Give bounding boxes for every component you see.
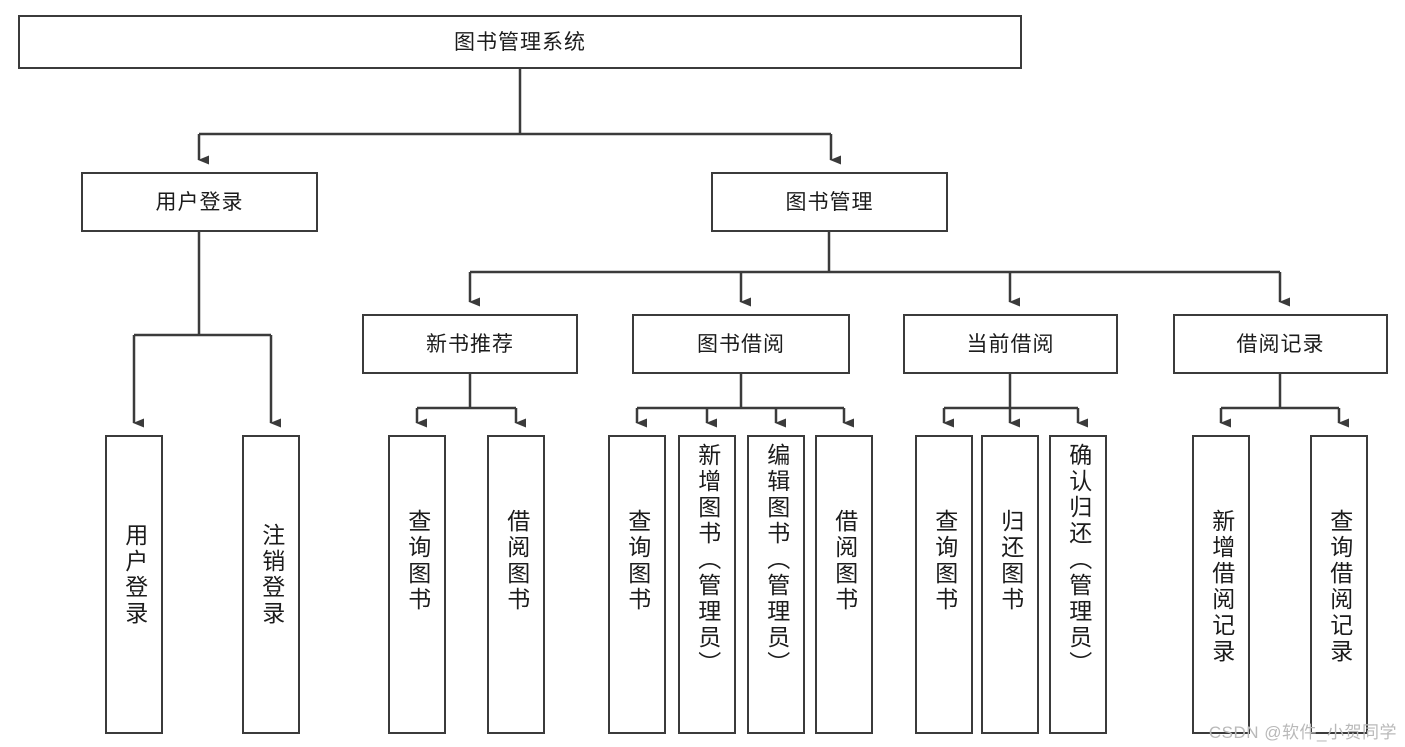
node-level2-1-label: 图书管理 — [785, 190, 874, 214]
node-level3-1-label: 图书借阅 — [697, 332, 785, 356]
node-level3-1[interactable]: 图书借阅 — [632, 314, 850, 374]
watermark: CSDN @软件_小贺同学 — [1208, 723, 1397, 742]
node-leaf-10-label: 确认归还（管理员） — [1065, 443, 1092, 677]
node-leaf-12-label: 查询借阅记录 — [1326, 509, 1353, 665]
node-root[interactable]: 图书管理系统 — [18, 15, 1022, 69]
node-leaf-7-label: 借阅图书 — [831, 509, 858, 613]
node-leaf-4[interactable]: 查询图书 — [608, 435, 666, 734]
node-leaf-1-label: 注销登录 — [258, 523, 285, 627]
node-leaf-2[interactable]: 查询图书 — [388, 435, 446, 734]
node-leaf-1[interactable]: 注销登录 — [242, 435, 300, 734]
node-leaf-7[interactable]: 借阅图书 — [815, 435, 873, 734]
node-level2-0[interactable]: 用户登录 — [81, 172, 318, 232]
node-leaf-6-label: 编辑图书（管理员） — [763, 443, 790, 677]
node-leaf-0[interactable]: 用户登录 — [105, 435, 163, 734]
node-leaf-0-label: 用户登录 — [121, 523, 148, 627]
node-leaf-8[interactable]: 查询图书 — [915, 435, 973, 734]
node-leaf-11-label: 新增借阅记录 — [1208, 509, 1235, 665]
node-leaf-9[interactable]: 归还图书 — [981, 435, 1039, 734]
node-level3-3-label: 借阅记录 — [1236, 332, 1325, 356]
node-level3-3[interactable]: 借阅记录 — [1173, 314, 1388, 374]
node-leaf-2-label: 查询图书 — [404, 509, 431, 613]
node-leaf-12[interactable]: 查询借阅记录 — [1310, 435, 1368, 734]
node-leaf-8-label: 查询图书 — [931, 509, 958, 613]
node-leaf-9-label: 归还图书 — [997, 509, 1024, 613]
node-leaf-3-label: 借阅图书 — [503, 509, 530, 613]
node-leaf-11[interactable]: 新增借阅记录 — [1192, 435, 1250, 734]
node-leaf-5-label: 新增图书（管理员） — [694, 443, 721, 677]
node-leaf-4-label: 查询图书 — [624, 509, 651, 613]
node-root-label: 图书管理系统 — [454, 30, 586, 54]
node-leaf-5[interactable]: 新增图书（管理员） — [678, 435, 736, 734]
node-level3-2[interactable]: 当前借阅 — [903, 314, 1118, 374]
node-leaf-3[interactable]: 借阅图书 — [487, 435, 545, 734]
node-level3-0[interactable]: 新书推荐 — [362, 314, 578, 374]
node-level3-0-label: 新书推荐 — [426, 332, 514, 356]
node-level2-0-label: 用户登录 — [155, 190, 244, 214]
node-leaf-10[interactable]: 确认归还（管理员） — [1049, 435, 1107, 734]
node-level2-1[interactable]: 图书管理 — [711, 172, 948, 232]
node-leaf-6[interactable]: 编辑图书（管理员） — [747, 435, 805, 734]
node-level3-2-label: 当前借阅 — [966, 332, 1055, 356]
